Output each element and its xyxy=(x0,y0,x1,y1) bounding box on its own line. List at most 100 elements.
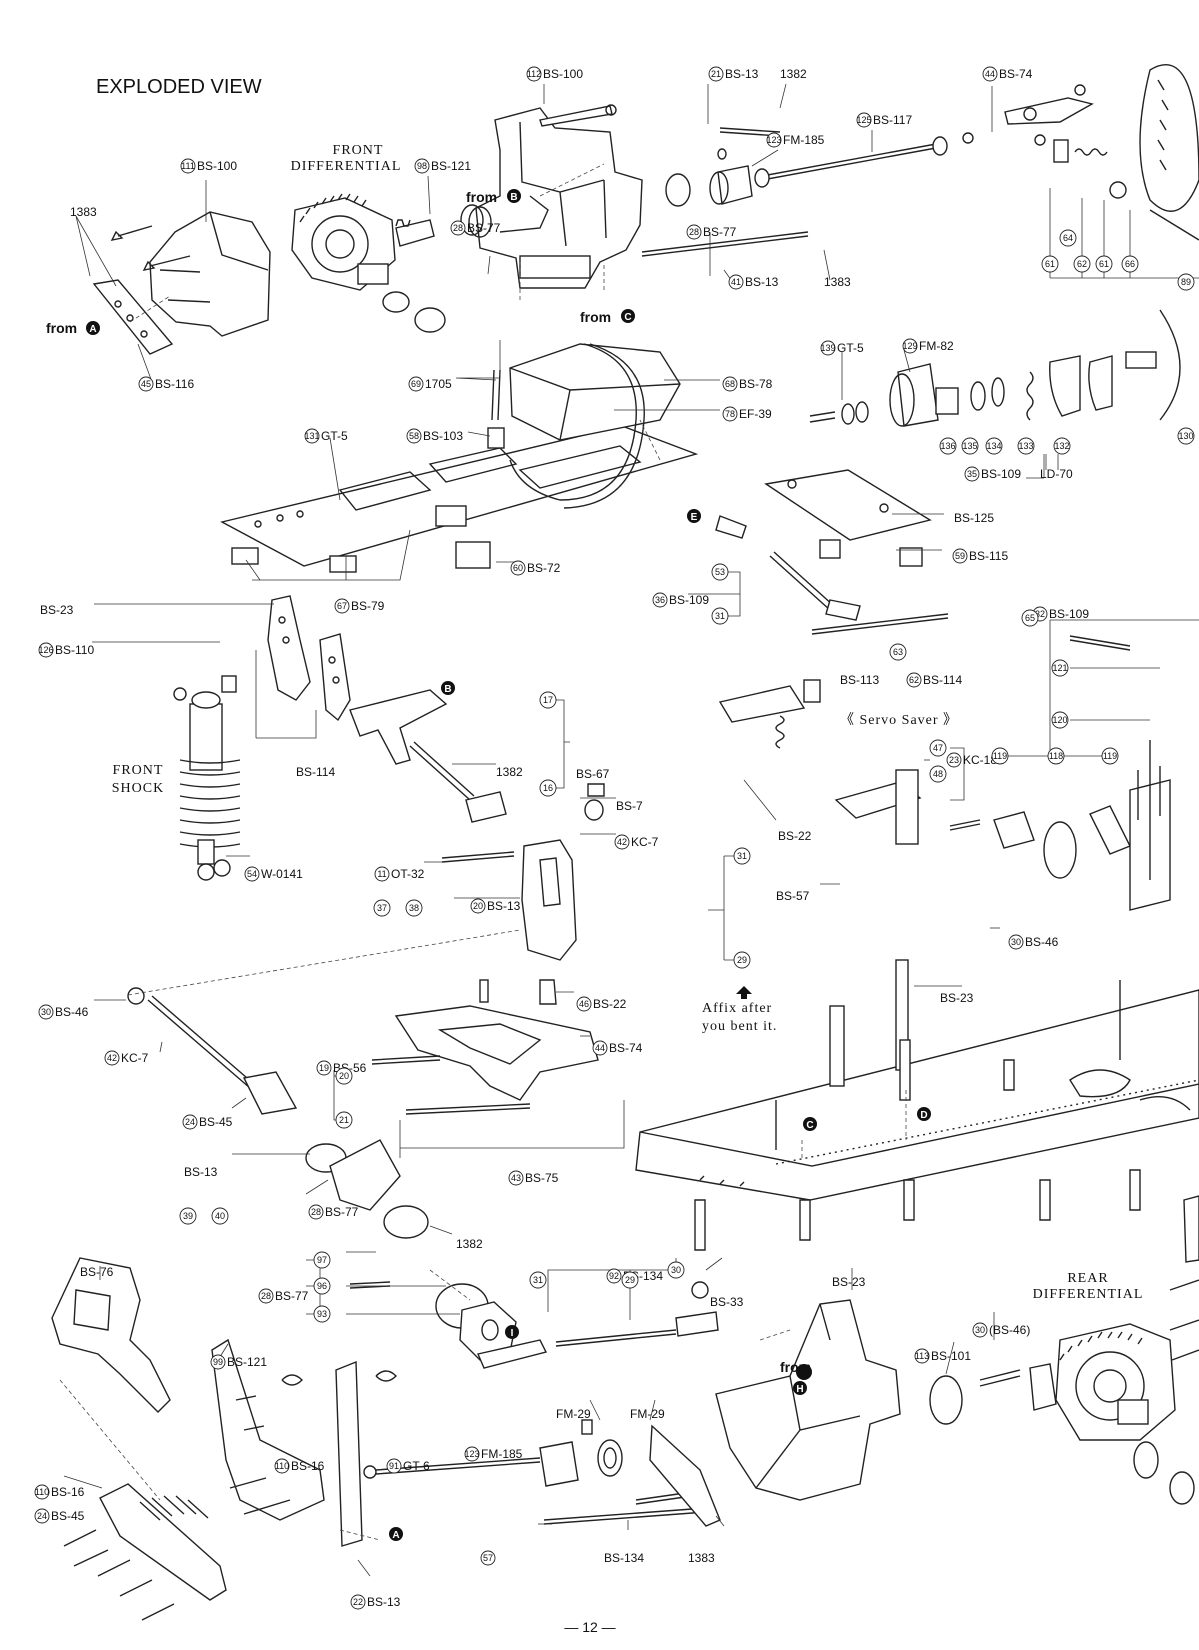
number-badge xyxy=(667,1261,685,1279)
number-badge xyxy=(733,847,751,865)
number-badge xyxy=(211,1207,229,1225)
front-gearbox-housing xyxy=(460,104,643,289)
number-17-18: 17 xyxy=(539,691,557,709)
callout-number: 110 xyxy=(35,1487,49,1497)
callout-number: 91 xyxy=(389,1461,399,1471)
callout-number: 35 xyxy=(967,469,977,479)
number-text: 134 xyxy=(986,441,1001,451)
callout-code: BS-7 xyxy=(616,799,643,813)
callout-code: BS-101 xyxy=(931,1349,971,1363)
svg-text:A: A xyxy=(89,324,96,335)
number-badge xyxy=(405,899,423,917)
servo-saver-heading: 《 Servo Saver 》 xyxy=(840,712,958,728)
callout-number: 113 xyxy=(915,1351,929,1361)
callout-x-12: 1383 xyxy=(824,275,851,289)
svg-text:B: B xyxy=(444,684,451,695)
callout-number-badge xyxy=(350,1594,366,1610)
number-16-19: 16 xyxy=(539,779,557,797)
callout-number-badge xyxy=(408,376,424,392)
callout-number: 44 xyxy=(985,69,995,79)
callout-code: BS-121 xyxy=(227,1355,267,1369)
number-61-3: 61 xyxy=(1095,255,1113,273)
number-63-14: 63 xyxy=(889,643,907,661)
callout-number-badge xyxy=(38,642,54,658)
number-text: 29 xyxy=(625,1275,635,1285)
callout-number-badge xyxy=(508,1170,524,1186)
svg-text:D: D xyxy=(920,1110,927,1121)
callout-x-59: BS-33 xyxy=(710,1295,744,1309)
number-badge xyxy=(1051,711,1069,729)
number-37-35: 37 xyxy=(373,899,391,917)
callout-code: OT-32 xyxy=(391,867,425,881)
callout-code: BS-117 xyxy=(873,113,912,127)
callout-57-71: 57 xyxy=(480,1550,496,1566)
callout-number: 30 xyxy=(975,1325,985,1335)
marker-c-chassis: C xyxy=(803,1117,817,1131)
callout-code: BS-16 xyxy=(291,1459,325,1473)
callout-code: BS-57 xyxy=(776,889,810,903)
number-text: 21 xyxy=(339,1115,349,1125)
callout-number-badge xyxy=(902,338,918,354)
callout-x-72: BS-134 xyxy=(604,1551,644,1565)
front-left-gearbox-cover xyxy=(92,211,271,355)
callout-number: 28 xyxy=(689,227,699,237)
number-badge xyxy=(1177,427,1195,445)
callout-number: 44 xyxy=(595,1043,605,1053)
number-badge xyxy=(539,779,557,797)
number-text: 20 xyxy=(339,1071,349,1081)
callout-code: BS-79 xyxy=(351,599,385,613)
number-badge xyxy=(539,691,557,709)
number-text: 133 xyxy=(1018,441,1033,451)
svg-text:B: B xyxy=(510,192,517,203)
callout-x-8: 1383 xyxy=(70,205,97,219)
callout-number: 92 xyxy=(609,1271,619,1281)
callout-x-39: BS-22 xyxy=(778,829,812,843)
number-text: 39 xyxy=(183,1211,193,1221)
callout-number-badge xyxy=(304,428,320,444)
number-badge xyxy=(1047,747,1065,765)
number-48-21: 48 xyxy=(929,765,947,783)
callout-number-badge xyxy=(982,66,998,82)
number-40-38: 40 xyxy=(211,1207,229,1225)
clutch-assembly xyxy=(809,309,1181,427)
callout-number: 57 xyxy=(483,1553,493,1563)
callout-number-badge xyxy=(386,1458,402,1474)
front-shock-heading-line1: FRONT xyxy=(113,763,164,778)
from-b-label: from xyxy=(466,189,497,205)
callout-number-badge xyxy=(34,1484,50,1500)
callout-code: GT-5 xyxy=(321,429,348,443)
callout-code: LD-70 xyxy=(1040,467,1073,481)
number-text: 53 xyxy=(715,567,725,577)
callout-number: 111 xyxy=(181,161,195,171)
number-text: 93 xyxy=(317,1309,327,1319)
callout-code: KC-7 xyxy=(631,835,659,849)
callout-number: 78 xyxy=(725,409,735,419)
number-badge xyxy=(991,747,1009,765)
number-31-32: 31 xyxy=(529,1271,547,1289)
callout-code: BS-77 xyxy=(325,1205,359,1219)
callout-number-badge xyxy=(722,376,738,392)
callout-number-badge xyxy=(576,996,592,1012)
number-text: 31 xyxy=(737,851,747,861)
callout-code: BS-77 xyxy=(467,221,501,235)
number-20-27: 20 xyxy=(335,1067,353,1085)
number-66-4: 66 xyxy=(1121,255,1139,273)
callout-code: BS-77 xyxy=(275,1289,309,1303)
callout-code: BS-109 xyxy=(1049,607,1089,621)
callout-x-67: FM-29 xyxy=(630,1407,665,1421)
number-text: 63 xyxy=(893,647,903,657)
callout-number: 20 xyxy=(473,901,483,911)
callout-number-badge xyxy=(820,340,836,356)
svg-text:E: E xyxy=(691,512,698,523)
number-21-28: 21 xyxy=(335,1111,353,1129)
callout-x-34: 1382 xyxy=(496,765,523,779)
callout-code: BS-13 xyxy=(725,67,759,81)
